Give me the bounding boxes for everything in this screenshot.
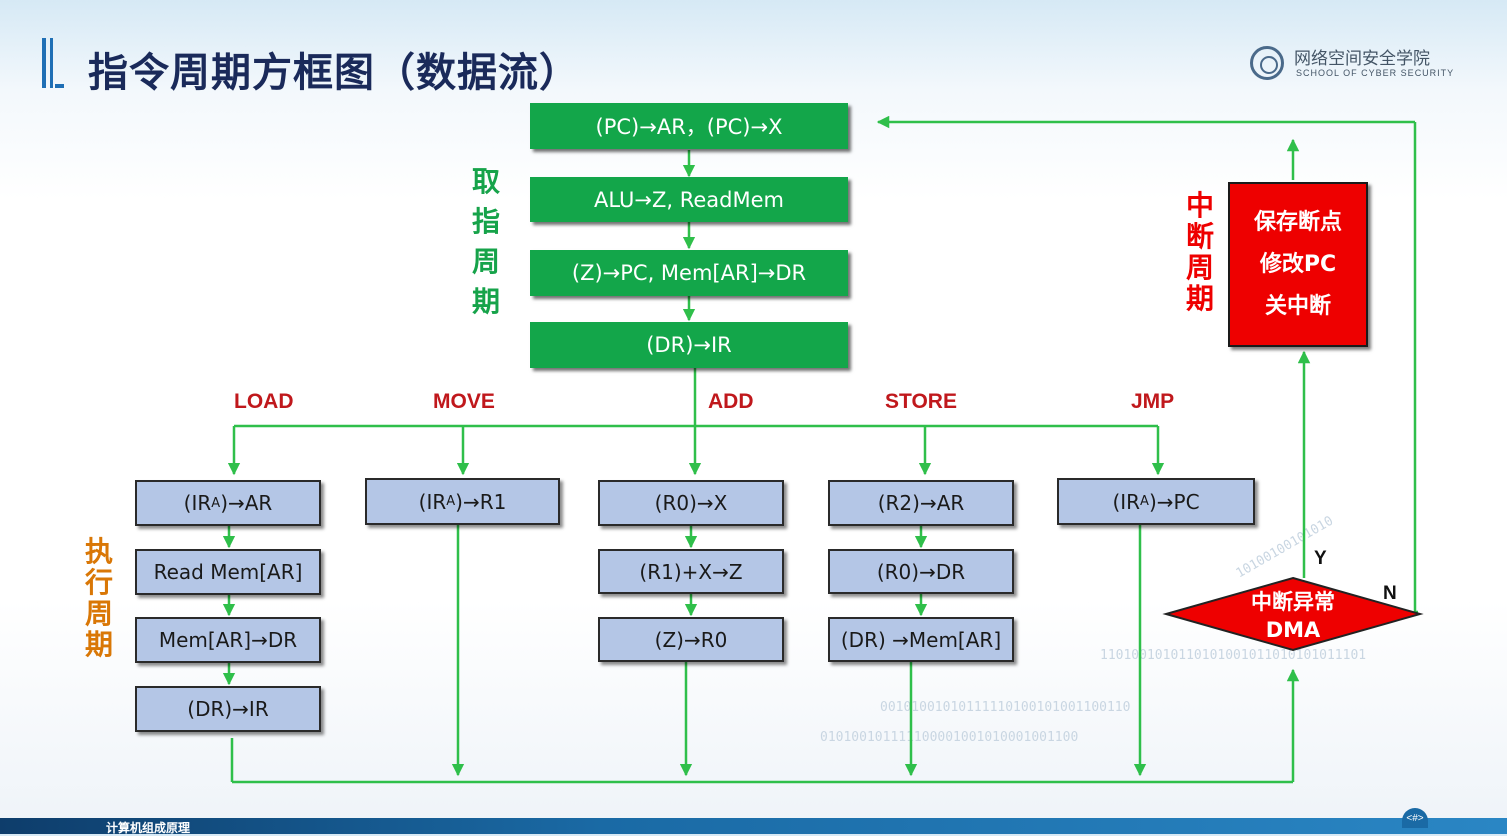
page-number: <#> (1402, 808, 1428, 828)
load-step-4: (DR)→IR (135, 686, 321, 732)
interrupt-step-3: 关中断 (1264, 293, 1331, 319)
interrupt-cycle-label: 中断周期 (1185, 189, 1214, 315)
fetch-step-2: ALU→Z, ReadMem (530, 177, 848, 222)
fetch-step-3: (Z)→PC, Mem[AR]→DR (530, 250, 848, 296)
decision-diamond (1162, 576, 1424, 652)
decision-line-2: DMA (1265, 618, 1321, 642)
page-title: 指令周期方框图（数据流） (88, 50, 580, 96)
jmp-step-sub: A (1140, 494, 1149, 509)
decision-text: 中断异常 DMA (1168, 588, 1418, 644)
decision-yes-label: Y (1314, 548, 1327, 569)
footer-bar (0, 818, 1507, 834)
logo-english-name: SCHOOL OF CYBER SECURITY (1296, 68, 1455, 78)
title-bar-icon (42, 38, 64, 88)
load-step-2: Read Mem[AR] (135, 549, 321, 595)
footer-course-name: 计算机组成原理 (106, 821, 191, 835)
op-label-load: LOAD (234, 390, 294, 413)
interrupt-step-1: 保存断点 (1253, 209, 1342, 235)
add-step-2: (R1)+X→Z (598, 549, 784, 594)
add-step-3: (Z)→R0 (598, 617, 784, 662)
op-label-jmp: JMP (1131, 390, 1175, 413)
fetch-step-4: (DR)→IR (530, 322, 848, 368)
school-logo: 网络空间安全学院 SCHOOL OF CYBER SECURITY (1250, 42, 1470, 92)
op-label-store: STORE (885, 390, 957, 413)
op-label-add: ADD (708, 390, 754, 413)
store-step-3: (DR) →Mem[AR] (828, 617, 1014, 662)
move-step-post: )→R1 (455, 489, 507, 514)
store-step-2: (R0)→DR (828, 549, 1014, 594)
fetch-step-1: (PC)→AR，(PC)→X (530, 103, 848, 149)
load-step-1-post: )→AR (220, 491, 273, 515)
jmp-step-post: )→PC (1148, 489, 1200, 514)
add-step-1: (R0)→X (598, 480, 784, 526)
jmp-step-pre: (IR (1112, 489, 1141, 514)
interrupt-box: 保存断点 修改PC 关中断 (1228, 182, 1368, 347)
load-step-1-pre: (IR (183, 491, 212, 515)
logo-chinese-name: 网络空间安全学院 (1294, 49, 1430, 69)
decision-no-label: N (1383, 583, 1397, 604)
move-step-pre: (IR (418, 489, 447, 514)
store-step-1: (R2)→AR (828, 480, 1014, 526)
load-step-1-sub: A (211, 495, 221, 511)
decision-line-1: 中断异常 (1251, 590, 1335, 614)
school-emblem-icon (1250, 46, 1284, 80)
move-step-sub: A (446, 494, 456, 509)
interrupt-step-2: 修改PC (1259, 251, 1337, 277)
load-step-3: Mem[AR]→DR (135, 617, 321, 663)
fetch-cycle-label: 取指周期 (471, 165, 500, 318)
op-label-move: MOVE (433, 390, 495, 413)
exec-cycle-label: 执行周期 (84, 535, 113, 661)
